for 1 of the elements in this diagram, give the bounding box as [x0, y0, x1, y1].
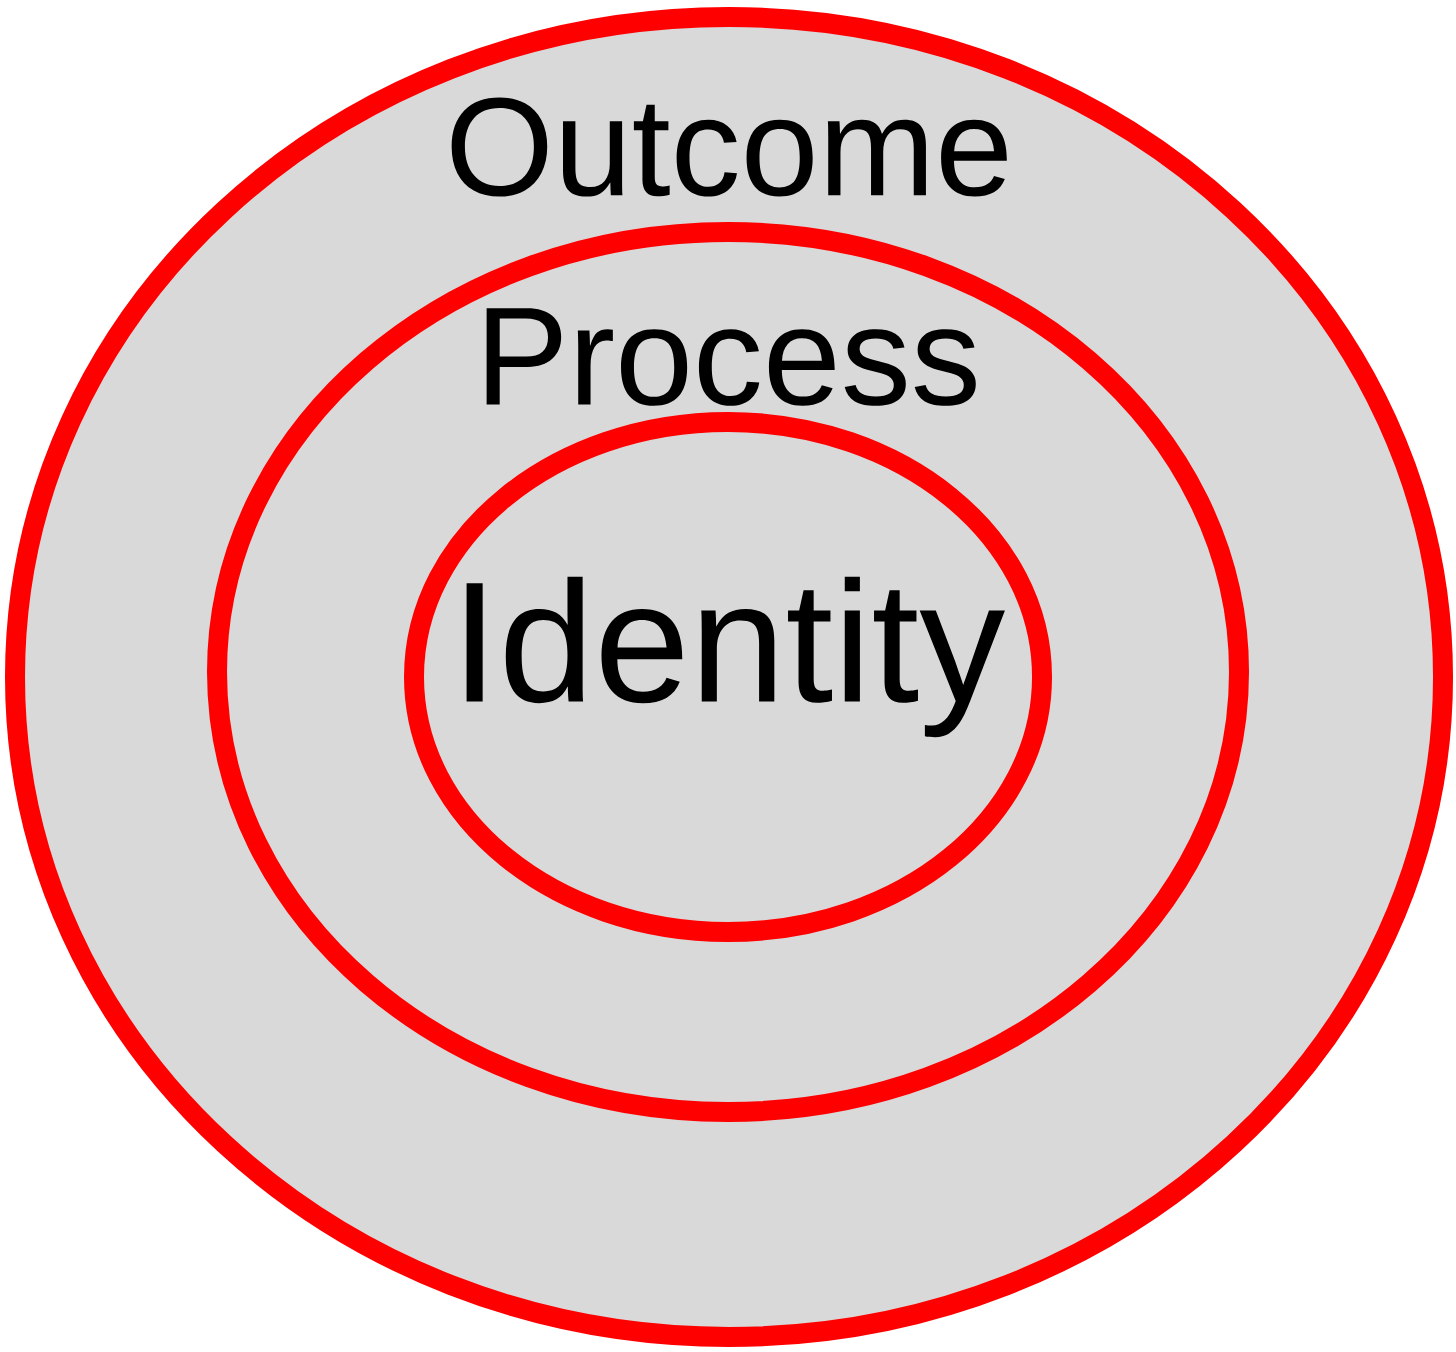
- ellipse-ring: Identity: [404, 412, 1052, 942]
